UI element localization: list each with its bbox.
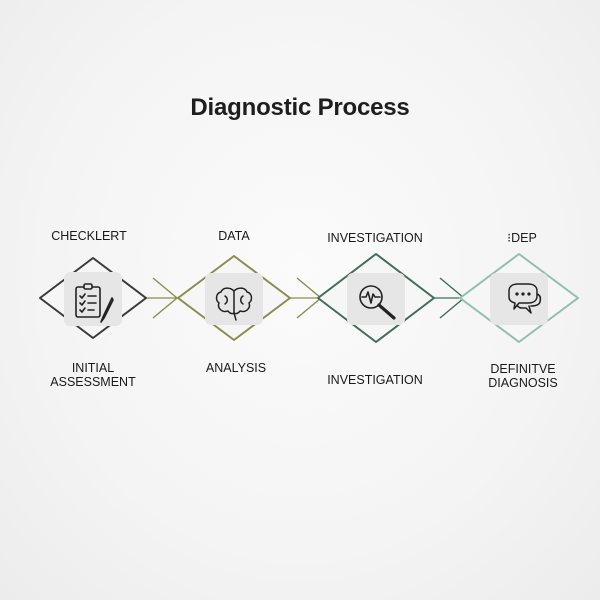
chat-bubbles-icon [508,283,542,314]
step-4-bottom-line-2: DIAGNOSIS [488,376,558,390]
step-4-bottom-label: DEFINITVE DIAGNOSIS [453,362,593,390]
step-1-bottom-line-2: ASSESSMENT [50,375,136,389]
step-2-bottom-label: ANALYSIS [166,361,306,375]
step-4-top-label: ⁝DEP [507,231,537,245]
brain-icon [215,287,253,321]
step-2-top-label: DATA [218,229,250,243]
step-1-node [39,257,147,339]
step-3-bottom-line-1: INVESTIGATION [327,373,423,387]
step-4-bottom-line-1: DEFINITVE [490,362,556,376]
step-2-bottom-line-1: ANALYSIS [205,361,267,375]
step-3-bottom-label: INVESTIGATION [305,373,445,387]
diagram-title: Diagnostic Process [190,94,410,121]
step-1-top-label: CHECKLERT [51,229,127,243]
step-3-top-label: INVESTIGATION [327,231,423,245]
magnifier-heartbeat-icon [359,285,396,320]
step-1-bottom-line-1: INITIAL [71,361,115,375]
step-3-node [317,253,435,343]
step-1-bottom-label: INITIAL ASSESSMENT [23,361,163,389]
clipboard-checklist-icon [75,283,114,323]
